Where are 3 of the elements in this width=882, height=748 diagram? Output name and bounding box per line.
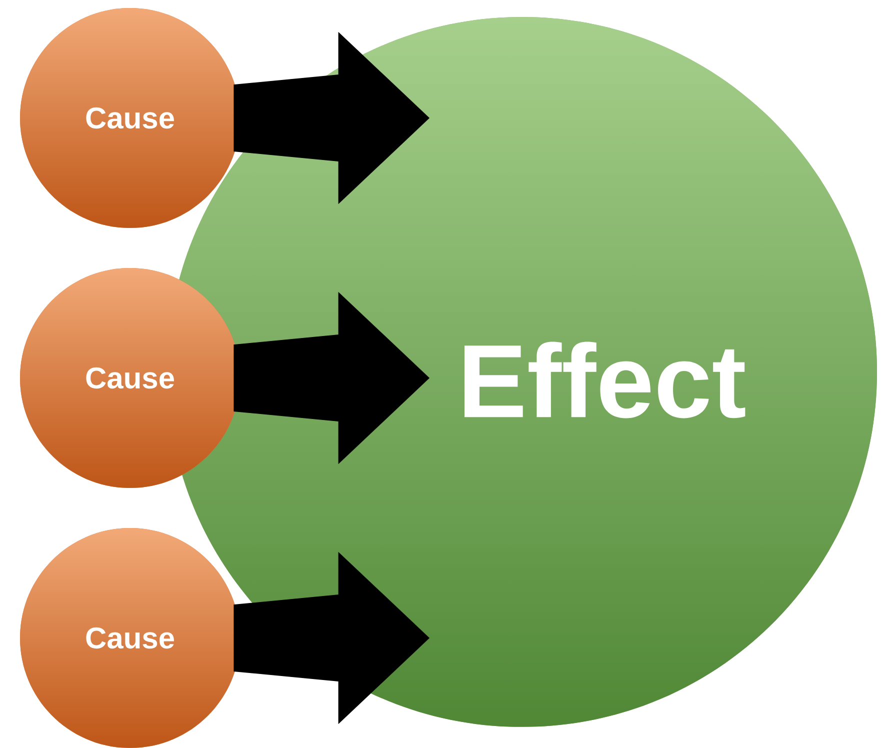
- arrow: [234, 292, 430, 464]
- arrow: [234, 32, 430, 204]
- arrow: [234, 552, 430, 724]
